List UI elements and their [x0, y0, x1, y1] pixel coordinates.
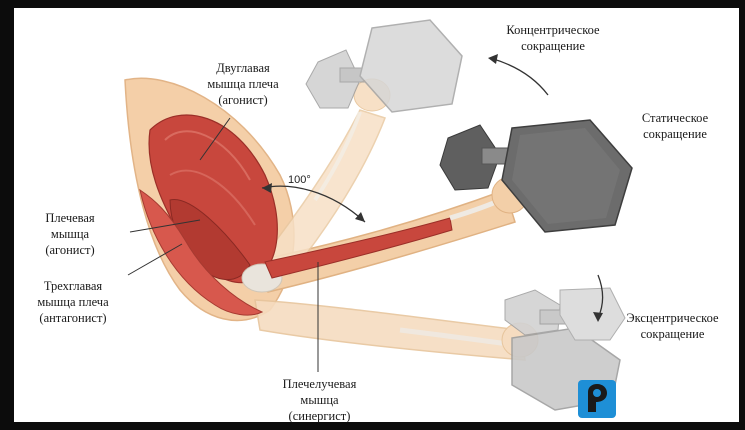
- angle-value: 100°: [288, 174, 311, 186]
- label-biceps: Двуглавая мышца плеча (агонист): [188, 60, 298, 108]
- label-brachioradialis: Плечелучевая мышца (синергист): [262, 376, 377, 424]
- label-concentric: Концентрическое сокращение: [488, 22, 618, 54]
- label-brachialis: Плечевая мышца (агонист): [20, 210, 120, 258]
- label-static: Статическое сокращение: [625, 110, 725, 142]
- label-eccentric: Эксцентрическое сокращение: [610, 310, 735, 342]
- watermark-logo-icon: [576, 378, 618, 420]
- label-triceps: Трехглавая мышца плеча (антагонист): [18, 278, 128, 326]
